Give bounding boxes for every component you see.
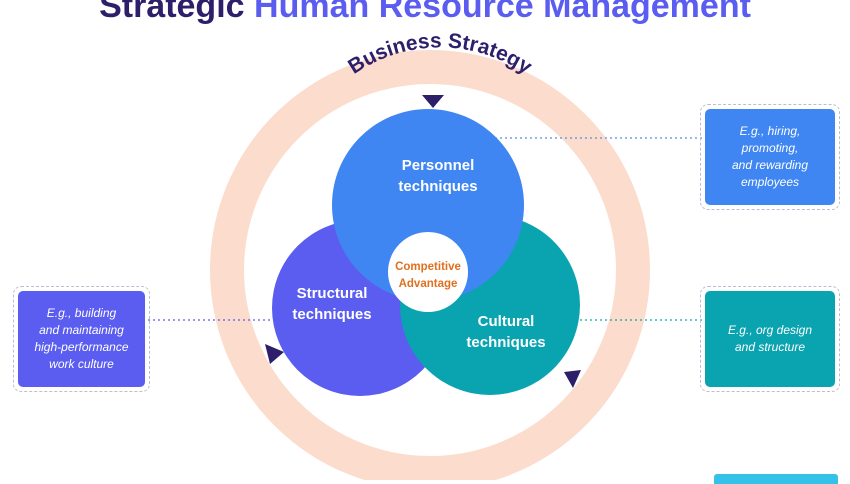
structural-label-line1: Structural <box>296 285 368 302</box>
cultural-label-line2: techniques <box>466 334 546 351</box>
callout-structural-line2: and maintaining <box>39 323 124 337</box>
personnel-label-line1: Personnel <box>401 157 475 174</box>
competitive-advantage-line2: Advantage <box>398 278 458 290</box>
personnel-circle <box>332 109 524 301</box>
arrow-right-icon <box>564 370 581 388</box>
callout-cultural: E.g., org design and structure <box>700 286 840 392</box>
callout-structural-line1: E.g., building <box>46 306 117 320</box>
competitive-advantage-label: Competitive Advantage <box>378 259 478 293</box>
callout-personnel-line4: employees <box>740 175 800 189</box>
personnel-label-line2: techniques <box>398 178 478 195</box>
callout-personnel-line3: and rewarding <box>731 158 809 172</box>
arrow-top-icon <box>422 95 444 108</box>
page-title: Strategic Human Resource Management <box>0 0 850 26</box>
competitive-advantage-line1: Competitive <box>395 261 461 273</box>
arrow-left-icon <box>265 344 284 364</box>
callout-structural-line3: high-performance <box>34 340 129 354</box>
cultural-label-line1: Cultural <box>477 313 535 330</box>
title-part-accent: Human Resource Management <box>254 0 751 25</box>
callout-structural: E.g., building and maintaining high-perf… <box>13 286 150 392</box>
center-area <box>388 232 468 312</box>
callout-cultural-line2: and structure <box>734 340 806 354</box>
callout-structural-line4: work culture <box>49 357 114 371</box>
personnel-label: Personnel techniques <box>368 155 508 197</box>
callout-cultural-line1: E.g., org design <box>727 323 813 337</box>
structural-label: Structural techniques <box>272 283 392 325</box>
callout-personnel: E.g., hiring, promoting, and rewarding e… <box>700 104 840 210</box>
title-part-dark: Strategic <box>99 0 245 25</box>
structural-label-line2: techniques <box>292 306 372 323</box>
cultural-label: Cultural techniques <box>444 311 568 353</box>
callout-personnel-line2: promoting, <box>741 141 799 155</box>
callout-personnel-line1: E.g., hiring, <box>739 124 801 138</box>
bottom-edge-button[interactable] <box>714 474 838 484</box>
business-strategy-ring <box>210 50 650 480</box>
